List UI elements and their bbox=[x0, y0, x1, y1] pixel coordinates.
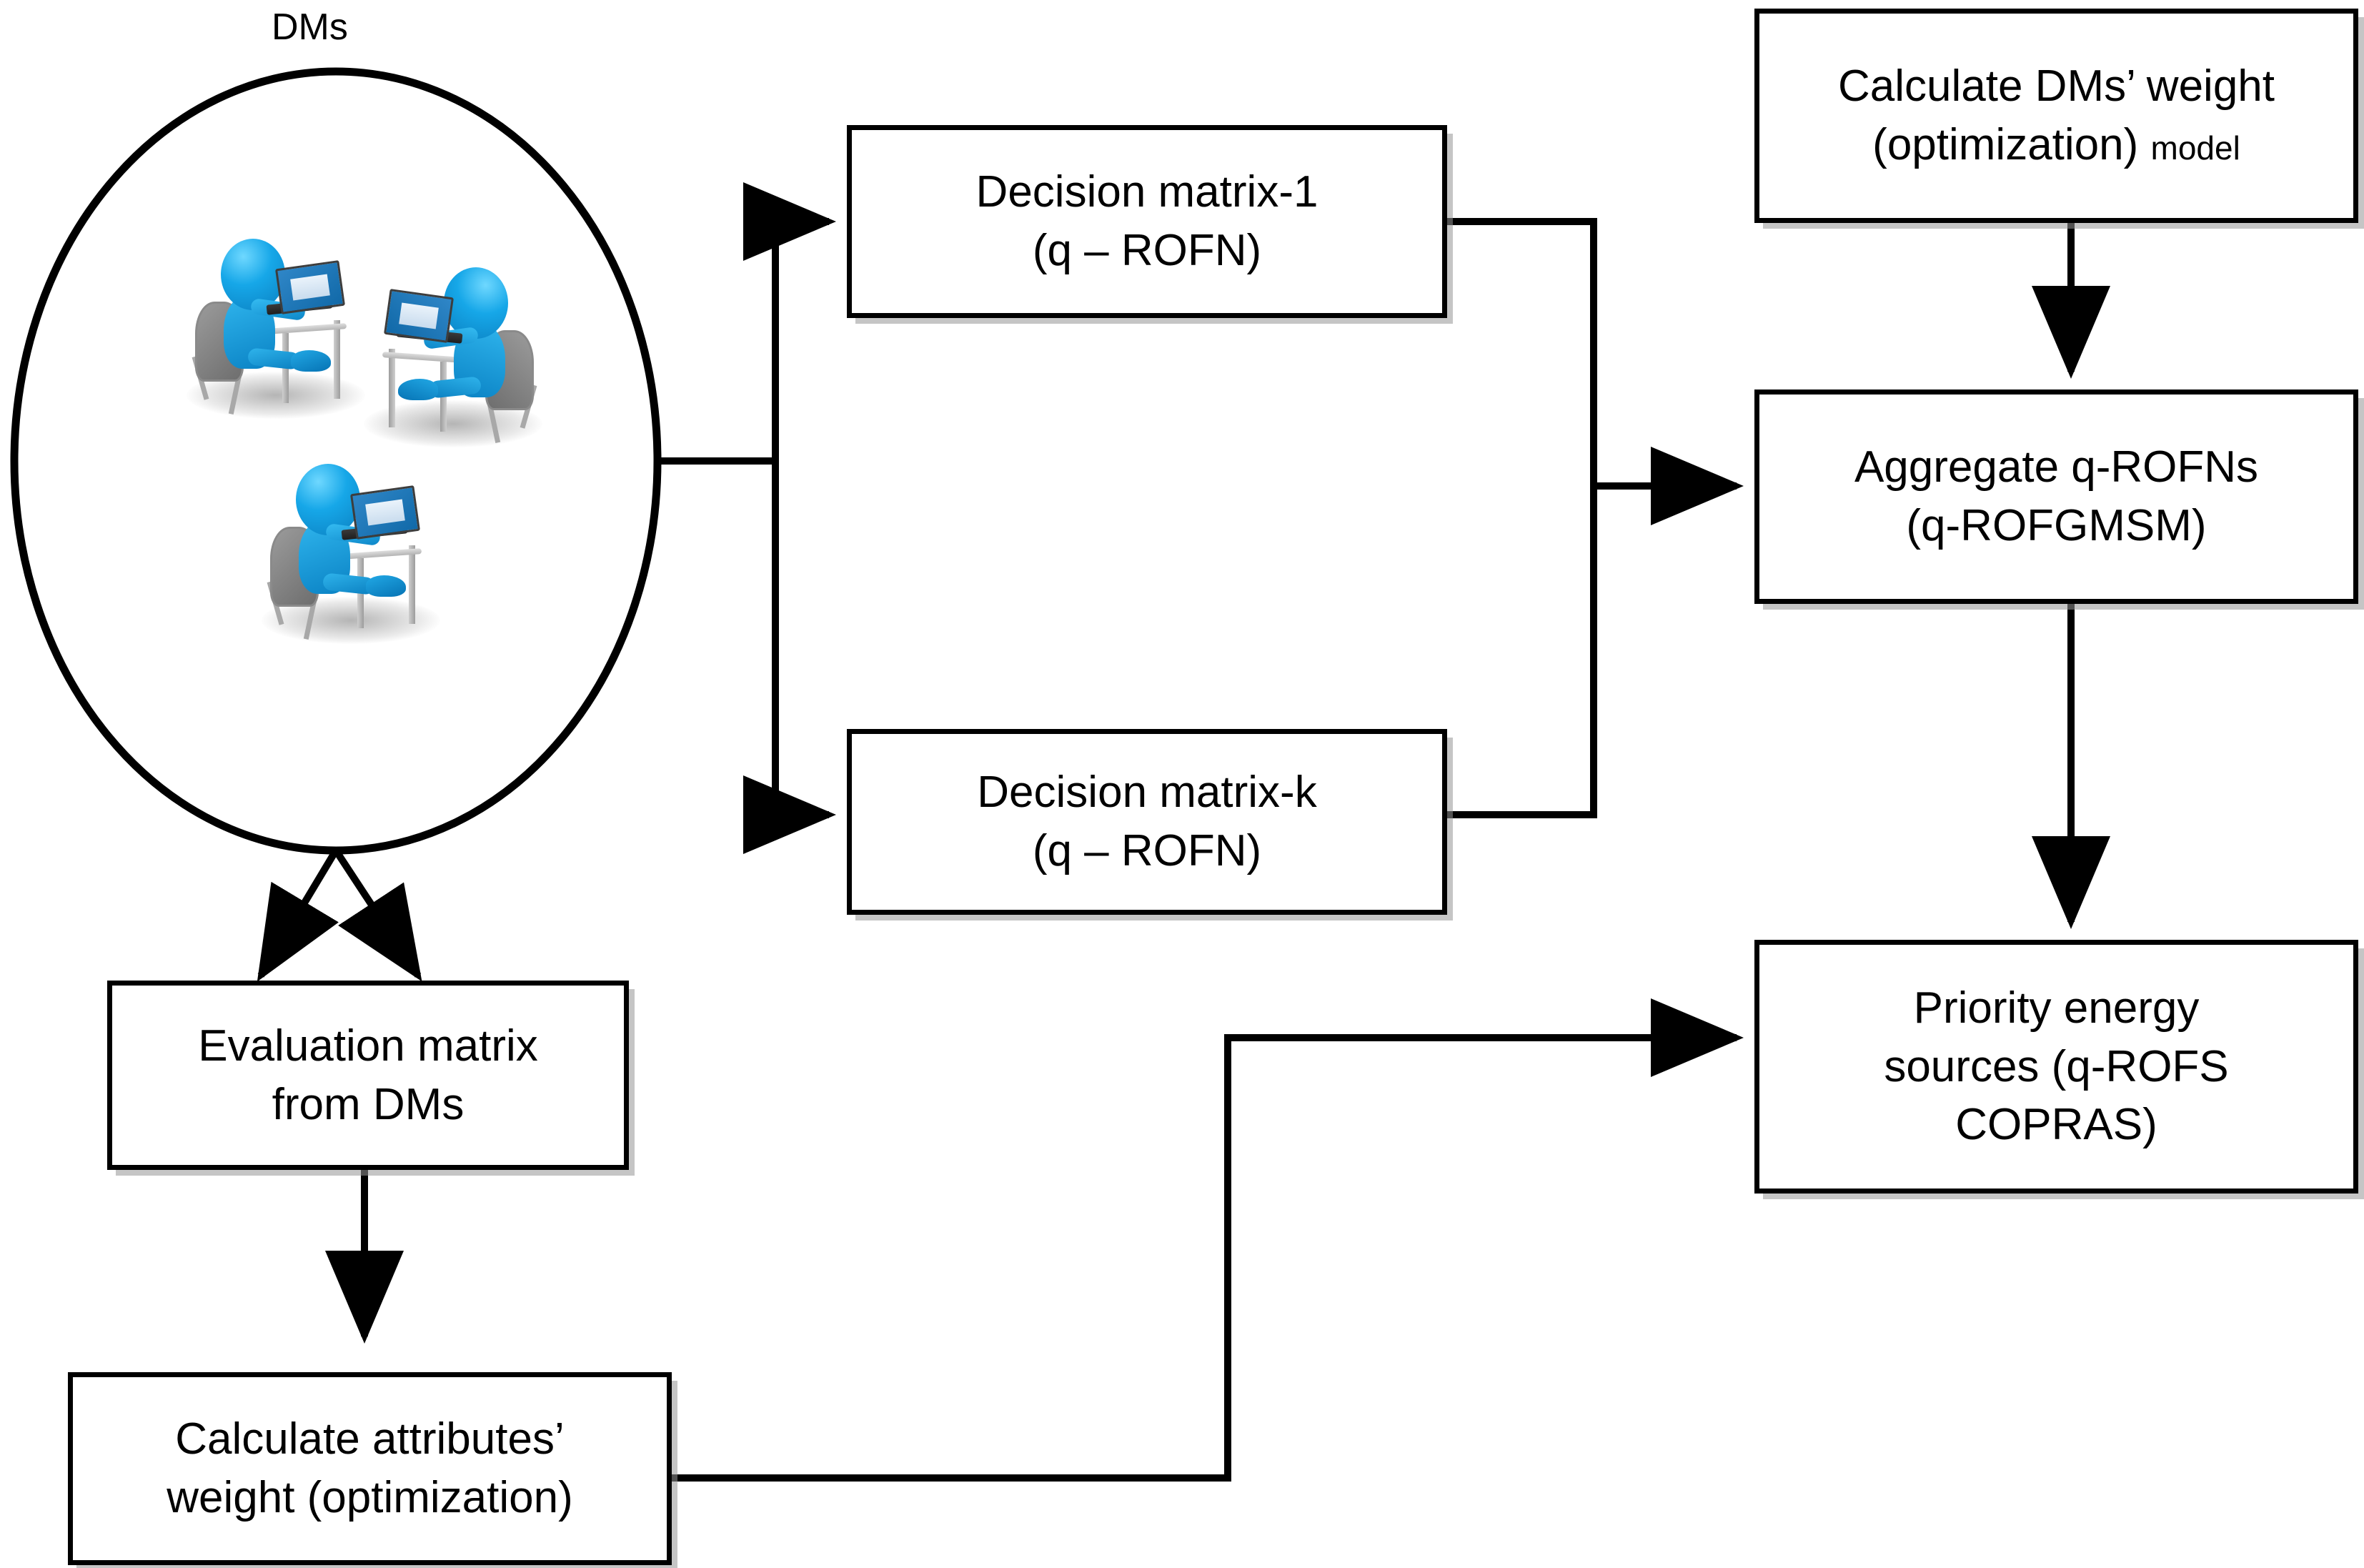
node-line-model: model bbox=[2150, 129, 2240, 167]
node-line: Decision matrix-k bbox=[977, 768, 1317, 818]
edge-attributes-to-priority bbox=[672, 998, 1744, 1482]
person-at-laptop-icon bbox=[182, 236, 375, 422]
node-calculate-dms-weight[interactable]: Calculate DMs’ weight (optimization) mod… bbox=[1754, 9, 2358, 223]
node-calculate-attributes-weight[interactable]: Calculate attributes’ weight (optimizati… bbox=[68, 1372, 672, 1565]
node-line: from DMs bbox=[272, 1079, 465, 1129]
dms-group-label: DMs bbox=[272, 6, 348, 48]
node-line: (q-ROFGMSM) bbox=[1906, 501, 2207, 550]
node-line: COPRAS) bbox=[1955, 1100, 2157, 1150]
node-decision-matrix-k[interactable]: Decision matrix-k (q – ROFN) bbox=[847, 729, 1447, 915]
node-evaluation-matrix[interactable]: Evaluation matrix from DMs bbox=[107, 981, 629, 1170]
node-line: Calculate attributes’ bbox=[175, 1414, 565, 1464]
node-priority-energy-sources[interactable]: Priority energy sources (q-ROFS COPRAS) bbox=[1754, 940, 2358, 1194]
node-line-optimization-model: (optimization) model bbox=[1872, 116, 2240, 174]
node-line: sources (q-ROFS bbox=[1884, 1041, 2229, 1091]
node-line-optimization: (optimization) bbox=[1872, 120, 2139, 169]
node-line: Calculate DMs’ weight bbox=[1837, 61, 2275, 111]
edge-dms-to-evaluation-right bbox=[332, 848, 422, 982]
edge-dms-to-evaluation-left bbox=[257, 848, 339, 982]
node-line: Evaluation matrix bbox=[198, 1021, 538, 1071]
person-at-laptop-icon bbox=[354, 264, 547, 450]
node-line: (q – ROFN) bbox=[1032, 826, 1262, 875]
node-line: Aggregate q-ROFNs bbox=[1854, 442, 2259, 492]
person-at-laptop-icon bbox=[257, 461, 450, 647]
node-line: Decision matrix-1 bbox=[975, 167, 1318, 217]
node-decision-matrix-1[interactable]: Decision matrix-1 (q – ROFN) bbox=[847, 125, 1447, 318]
node-line: (q – ROFN) bbox=[1032, 226, 1262, 275]
node-line: Priority energy bbox=[1913, 983, 2200, 1033]
edge-decision-matrices-to-aggregate bbox=[1442, 218, 1597, 818]
node-aggregate-q-rofns[interactable]: Aggregate q-ROFNs (q-ROFGMSM) bbox=[1754, 389, 2358, 604]
node-line: weight (optimization) bbox=[167, 1473, 573, 1522]
